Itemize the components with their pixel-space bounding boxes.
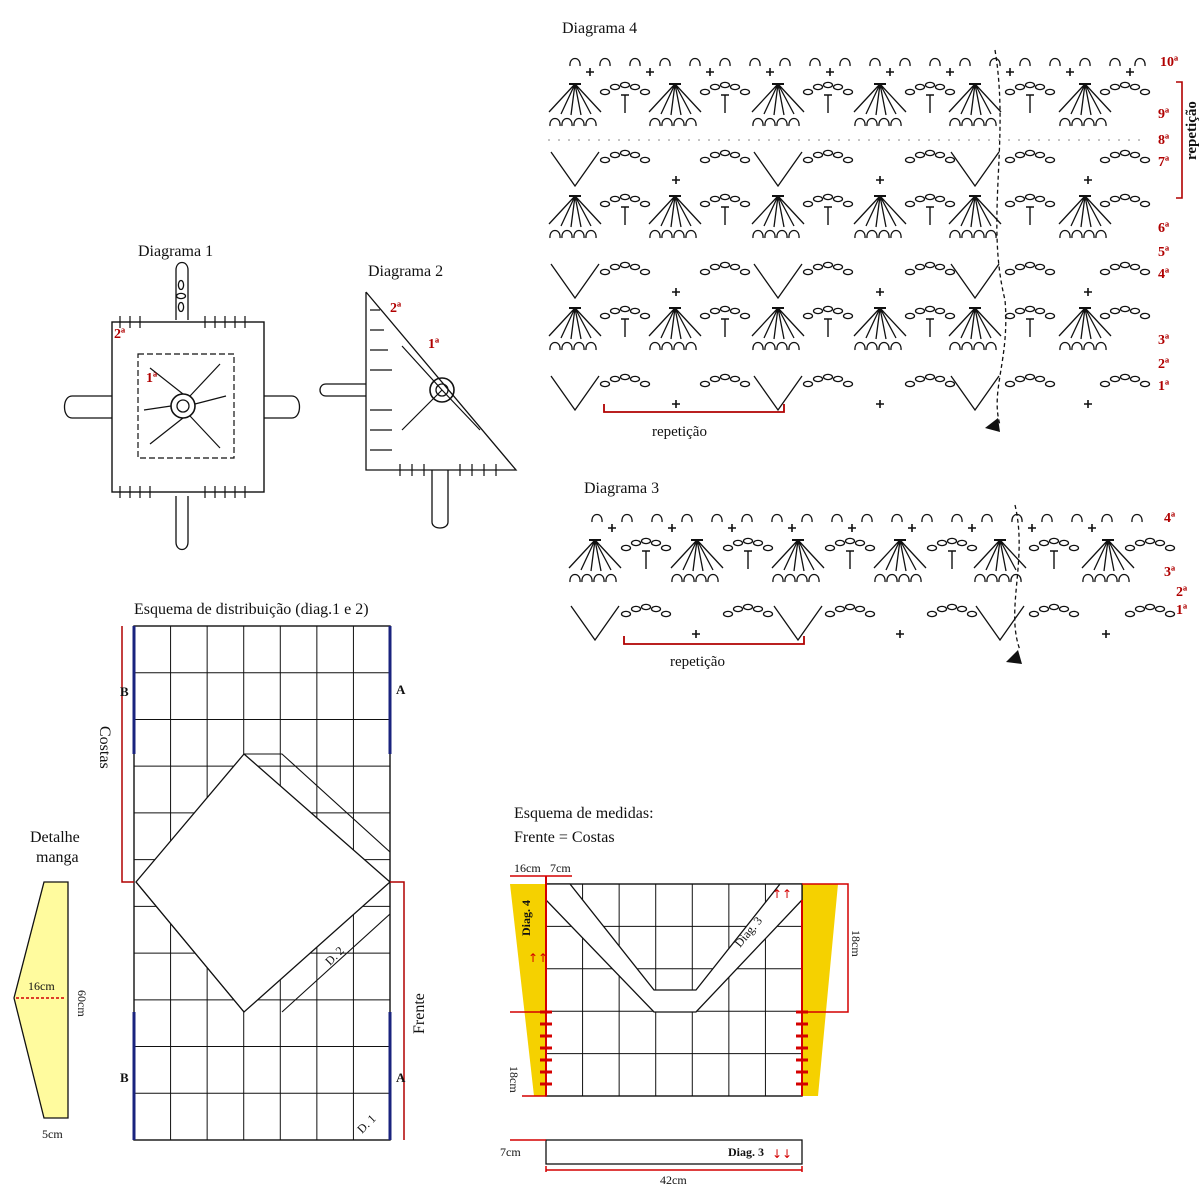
diagram-4-start-arrow (985, 418, 1000, 432)
diagram-3-row-label: 3ª (1164, 565, 1176, 580)
diagram-3-row-4 (592, 515, 1142, 533)
measure-bottom-width: 42cm (660, 1173, 687, 1187)
measure-bottom-diag3: Diag. 3 (728, 1145, 764, 1159)
measure-title-line1: Esquema de medidas: (514, 805, 654, 822)
sleeve-width-mid: 16cm (28, 979, 55, 993)
up-arrows-icon: ↑↑ (772, 887, 792, 901)
edge-b-bottom-label: B (120, 1070, 129, 1085)
diagram-3-row-label: 4ª (1164, 511, 1176, 526)
measure-right-yellow (802, 884, 838, 1096)
diagram-3-row-label: 1ª (1176, 603, 1188, 618)
diagram-1-center-ring (171, 394, 195, 418)
diagram-1-title: Diagrama 1 (138, 243, 213, 260)
diagram-4-row-label: 4ª (1158, 267, 1170, 282)
costas-label: Costas (96, 726, 113, 769)
diagram-4-row-label: 6ª (1158, 221, 1170, 236)
diagram-3: Diagrama 3 4ª 3ª 2ª 1ª repetição (569, 480, 1188, 670)
measure-bottom-band-height: 7cm (500, 1145, 521, 1159)
sleeve-title-line1: Detalhe (30, 829, 80, 846)
diagram-4-side-bracket (1176, 82, 1182, 198)
diagram-4: Diagrama 4 (548, 20, 1200, 440)
measure-left-height: 18cm (507, 1066, 521, 1093)
edge-a-bottom-label: A (396, 1070, 406, 1085)
down-arrows-icon: ↓↓ (772, 1147, 792, 1161)
diagram-4-title: Diagrama 4 (562, 20, 637, 37)
diagram-2: Diagrama 2 2ª 1ª (320, 263, 516, 528)
frente-label: Frente (411, 993, 428, 1034)
sleeve-width-bottom: 5cm (42, 1127, 63, 1141)
diagram-4-row-label: 2ª (1158, 357, 1170, 372)
measure-scheme: Esquema de medidas: Frente = Costas 16cm… (500, 805, 863, 1187)
edge-a-top-label: A (396, 682, 406, 697)
diagram-1-outer-square (112, 322, 264, 492)
diagram-1-left-loop (65, 396, 113, 418)
diagram-4-block-mid (549, 194, 1150, 298)
diagram-4-row-label: 1ª (1158, 379, 1170, 394)
diagram-4-block-top (548, 82, 1150, 186)
diagram-2-bottom-loop (432, 470, 448, 528)
diagram-2-round-2: 2ª (390, 301, 402, 316)
diagram-3-rows-1-3 (569, 538, 1175, 640)
diagram-4-side-label: repetição (1184, 101, 1200, 160)
edge-b-top-label: B (120, 684, 129, 699)
diagram-1: Diagrama 1 2ª 1ª (65, 243, 300, 550)
diagram-1-round-1: 1ª (146, 371, 158, 386)
diagram-3-row-label: 2ª (1176, 585, 1188, 600)
diagram-3-start-arrow (1006, 650, 1022, 664)
diagram-3-title: Diagrama 3 (584, 480, 659, 497)
costas-bracket (122, 626, 134, 882)
sleeve-shape (14, 882, 68, 1118)
diagram-4-repeat-bracket (604, 404, 784, 412)
measure-top-mid: 7cm (550, 861, 571, 875)
diagram-4-row-label: 5ª (1158, 245, 1170, 260)
diagram-3-repeat-label: repetição (670, 654, 725, 670)
diagram-1-round-2: 2ª (114, 327, 126, 342)
diagram-2-title: Diagrama 2 (368, 263, 443, 280)
diagram-1-right-loop (264, 396, 300, 418)
diagram-4-row-10 (570, 59, 1145, 77)
diagram-4-row-label: 9ª (1158, 107, 1170, 122)
diagram-4-row-label: 8ª (1158, 133, 1170, 148)
diagram-3-repeat-bracket (624, 636, 804, 644)
diagram-1-top-loop (176, 263, 188, 321)
sleeve-title-line2: manga (36, 849, 79, 866)
measure-title-line2: Frente = Costas (514, 829, 615, 846)
measure-diag4-label: Diag. 4 (519, 900, 533, 936)
diagram-2-left-loop (320, 384, 366, 396)
distribution-scheme: Esquema de distribuição (diag.1 e 2) Cos… (96, 601, 428, 1140)
distribution-title: Esquema de distribuição (diag.1 e 2) (134, 601, 369, 618)
diagram-4-block-bottom (549, 306, 1150, 410)
sleeve-detail: Detalhe manga 16cm 60cm 5cm (14, 829, 89, 1141)
diagram-4-row-label: 10ª (1160, 55, 1179, 70)
sleeve-height: 60cm (75, 990, 89, 1017)
measure-top-left: 16cm (514, 861, 541, 875)
up-arrows-icon: ↑↑ (528, 951, 548, 965)
diagram-4-repeat-label: repetição (652, 424, 707, 440)
diagram-4-row-label: 7ª (1158, 155, 1170, 170)
diagram-2-triangle (366, 292, 516, 470)
diagram-3-chain-strand (1015, 505, 1020, 650)
frente-bracket (390, 882, 404, 1140)
diagram-4-row-label: 3ª (1158, 333, 1170, 348)
diagram-1-bottom-loop (176, 496, 188, 550)
measure-right-height: 18cm (849, 930, 863, 957)
diagram-2-round-1: 1ª (428, 337, 440, 352)
